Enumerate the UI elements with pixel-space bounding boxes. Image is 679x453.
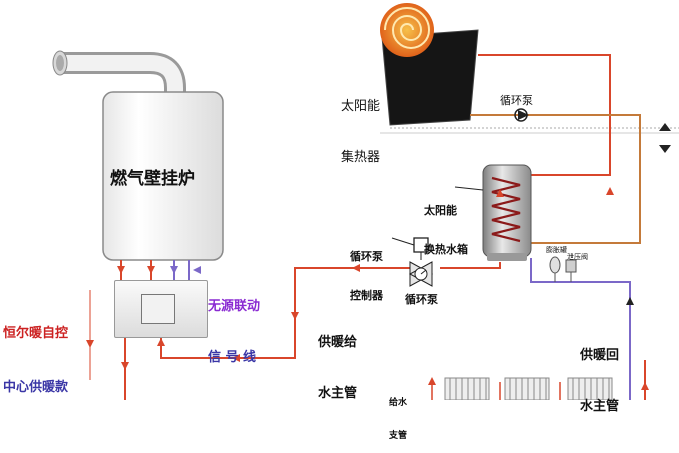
expansion-tank-label: 膨胀罐 bbox=[546, 246, 567, 254]
solar-collector bbox=[380, 3, 479, 126]
flow-arrows bbox=[86, 187, 649, 390]
radiators bbox=[428, 377, 613, 400]
boiler-body bbox=[102, 91, 224, 261]
return-main-label: 供暖回 水主管 bbox=[580, 348, 620, 414]
pump-bottom bbox=[408, 237, 434, 287]
controller-screen bbox=[141, 294, 175, 324]
boiler-label: 燃气壁挂炉 bbox=[110, 169, 195, 189]
pump-top-label: 循环泵 bbox=[500, 94, 533, 107]
solar-loop-pipes bbox=[470, 54, 641, 244]
relief-valve-label: 泄压阀 bbox=[567, 253, 588, 261]
wireless-signal-label: 无源联动 信 号 线 bbox=[208, 299, 261, 365]
supply-main-label: 供暖给 水主管 bbox=[318, 335, 358, 401]
branch-pipe-label: 给水 支管 bbox=[389, 398, 408, 441]
return-pipe bbox=[530, 258, 631, 400]
expansion-tank bbox=[549, 256, 577, 282]
solar-collector-label: 太阳能 集热器 bbox=[341, 99, 381, 165]
pump-controller-label: 循环泵 控制器 bbox=[350, 250, 383, 302]
heat-exchange-tank bbox=[482, 164, 532, 261]
flue-pipe bbox=[52, 50, 186, 92]
tank-label: 太阳能 换热水箱 bbox=[424, 204, 468, 256]
diagram-canvas bbox=[52, 3, 679, 400]
pump-bottom-label: 循环泵 bbox=[405, 293, 438, 306]
controller-panel bbox=[114, 280, 208, 338]
pump-top-symbol bbox=[518, 110, 529, 120]
leader-lines bbox=[391, 186, 484, 246]
controller-label: 恒尔暖自控 中心供暖款 bbox=[3, 326, 69, 395]
